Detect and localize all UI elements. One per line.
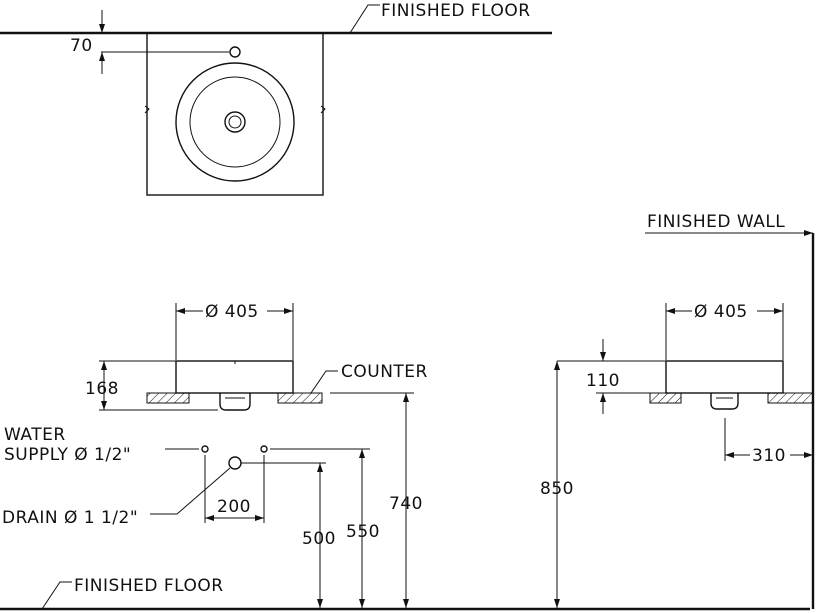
basin-outer-rim	[175, 62, 295, 182]
side-310-arrow-right	[804, 452, 813, 458]
dim550-arrow-top	[359, 449, 365, 458]
plan-view: FINISHED FLOOR 70	[0, 1, 552, 196]
front-counter-right	[277, 392, 323, 404]
side-110-arrow-top	[600, 352, 606, 361]
side-basin-body	[665, 360, 784, 394]
side-dia-arrow-right	[774, 308, 783, 314]
dim500-arrow-bottom	[317, 599, 323, 608]
side-850-arrow-bottom	[554, 599, 560, 608]
front-168-arrow-top	[101, 361, 107, 370]
dim550-arrow-bottom	[359, 599, 365, 608]
front-dia-arrow-right	[284, 308, 293, 314]
side-drain-body	[710, 393, 739, 410]
side-counter-left	[649, 392, 682, 404]
supply-spacing-dim: 200	[217, 497, 251, 517]
front-168-arrow-bottom	[101, 401, 107, 410]
plan-dim-arrow-bottom	[99, 52, 105, 61]
front-finished-floor-label: FINISHED FLOOR	[74, 576, 224, 596]
plan-break-left	[144, 105, 150, 114]
counter-leader	[310, 370, 338, 394]
water-supply-label-1: WATER	[4, 425, 66, 445]
plan-break-right	[320, 105, 326, 114]
dim200-arrow-left	[205, 515, 214, 521]
side-dia-arrow-left	[666, 308, 675, 314]
faucet-hole	[229, 46, 241, 58]
dim740-arrow-bottom	[403, 599, 409, 608]
plan-finished-floor-label: FINISHED FLOOR	[381, 1, 531, 21]
counter-label: COUNTER	[341, 362, 428, 382]
plan-dim-arrow-top	[99, 24, 105, 33]
front-floor-leader	[41, 581, 72, 610]
front-counter-left	[146, 392, 190, 404]
supply-height-dim: 550	[346, 522, 380, 542]
dim500-arrow-top	[317, 463, 323, 472]
supply-left-symbol	[201, 445, 209, 453]
side-850-arrow-top	[554, 361, 560, 370]
supply-right-symbol	[260, 445, 268, 453]
side-310-arrow-left	[725, 452, 734, 458]
front-drain-body	[219, 393, 251, 411]
plan-counter-outline	[146, 32, 324, 196]
wall-leader-arrow	[804, 230, 813, 236]
basin-drain-inner	[228, 115, 242, 129]
drain-leader	[150, 467, 231, 515]
front-height-dim: 168	[85, 379, 119, 399]
plan-offset-dim: 70	[70, 36, 93, 56]
counter-height-dim: 740	[389, 494, 423, 514]
basin-drain-outer	[224, 111, 246, 133]
drain-height-dim: 500	[302, 529, 336, 549]
plan-floor-leader	[349, 4, 380, 34]
side-height-dim: 110	[586, 371, 620, 391]
water-supply-label-2: SUPPLY Ø 1/2"	[4, 445, 131, 465]
front-basin-body	[175, 360, 294, 394]
side-110-arrow-bottom	[600, 393, 606, 402]
side-wall-offset-dim: 310	[752, 446, 786, 466]
dim200-arrow-right	[255, 515, 264, 521]
drain-symbol	[228, 456, 242, 470]
front-dia-arrow-left	[176, 308, 185, 314]
basin-inner-rim	[189, 76, 281, 168]
front-view: Ø 405 168 COUNTER WATER SUPPLY Ø 1/2" DR…	[0, 302, 810, 611]
dim740-arrow-top	[403, 393, 409, 402]
front-diameter-dim: Ø 405	[205, 302, 259, 322]
finished-wall-label: FINISHED WALL	[647, 212, 785, 232]
side-diameter-dim: Ø 405	[694, 302, 748, 322]
drain-label: DRAIN Ø 1 1/2"	[2, 508, 138, 528]
side-view: FINISHED WALL Ø 405 110 310	[540, 212, 815, 609]
side-counter-right	[767, 392, 814, 404]
side-total-height-dim: 850	[540, 479, 574, 499]
